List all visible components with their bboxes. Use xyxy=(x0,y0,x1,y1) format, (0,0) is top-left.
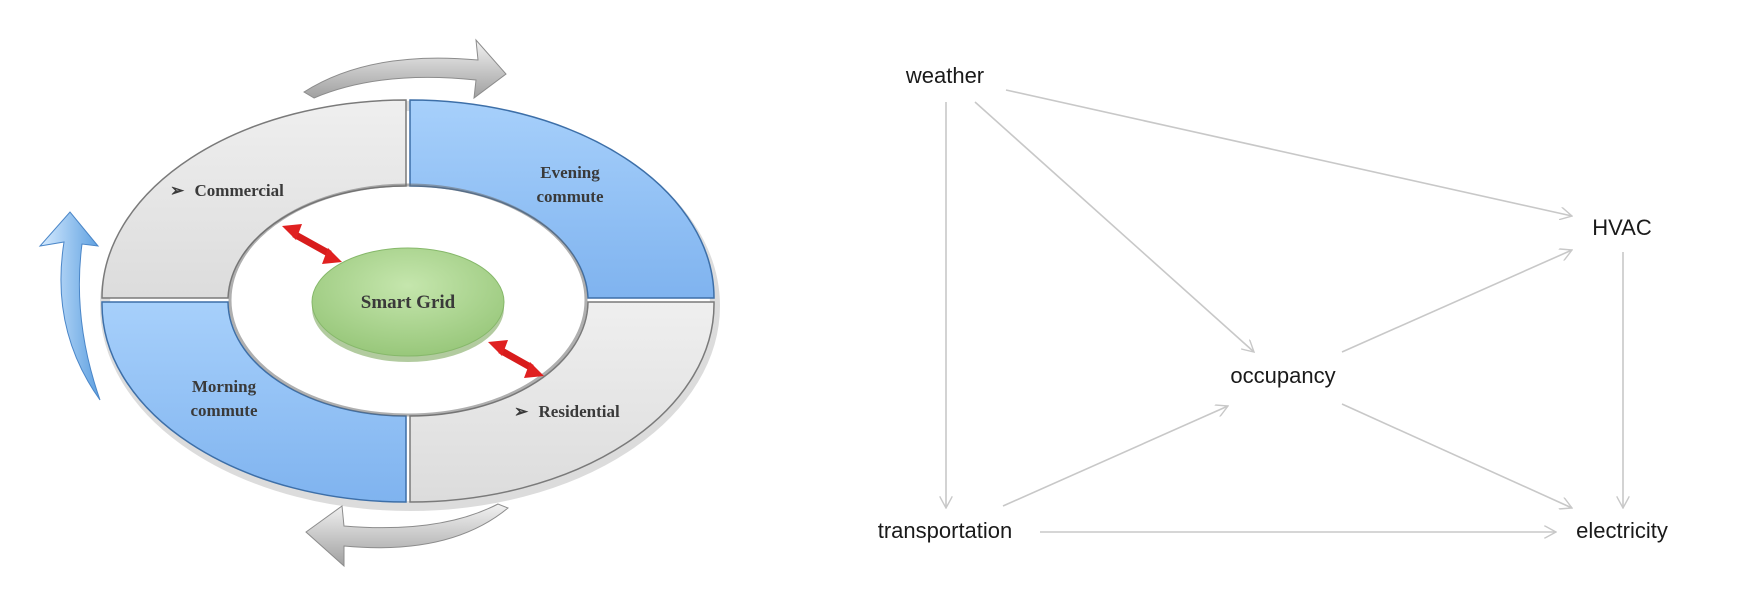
node-hvac: HVAC xyxy=(1592,215,1652,240)
edge-weather-to-hvac xyxy=(1005,89,1572,216)
commercial-label: ➢ Commercial xyxy=(170,181,284,200)
double-arrow-red-icon xyxy=(282,224,342,264)
edge-occupancy-to-hvac xyxy=(1341,250,1572,353)
edge-occupancy-to-electricity xyxy=(1341,403,1572,508)
node-electricity: electricity xyxy=(1576,518,1668,543)
evening-commute-label-line1: Evening xyxy=(540,163,600,182)
smart-grid-node xyxy=(311,247,505,357)
curved-arrow-gray-top-icon xyxy=(303,38,507,100)
node-transportation: transportation xyxy=(878,518,1013,543)
evening-commute-label-line2: commute xyxy=(536,187,603,206)
edge-weather-to-occupancy xyxy=(974,101,1254,352)
graph-edges xyxy=(946,89,1623,532)
ring-segment-morning-commute xyxy=(101,301,407,503)
node-occupancy: occupancy xyxy=(1230,363,1335,388)
ring-segment-residential xyxy=(409,301,715,503)
node-weather: weather xyxy=(905,63,984,88)
morning-commute-label-line2: commute xyxy=(190,401,257,420)
residential-label: ➢ Residential xyxy=(514,402,620,421)
edge-transportation-to-occupancy xyxy=(1002,406,1228,507)
ring-diagram: Smart Grid ➢ Commercial Evening commute … xyxy=(38,38,720,568)
curved-arrow-gray-bottom-icon xyxy=(305,503,509,568)
morning-commute-label-line1: Morning xyxy=(192,377,257,396)
smart-grid-label: Smart Grid xyxy=(361,292,456,313)
double-arrow-red-icon xyxy=(488,340,544,378)
dependency-graph: weather HVAC occupancy transportation el… xyxy=(878,63,1668,543)
ring-inner-edge xyxy=(228,183,588,417)
curved-arrow-blue-left-icon xyxy=(38,211,101,401)
